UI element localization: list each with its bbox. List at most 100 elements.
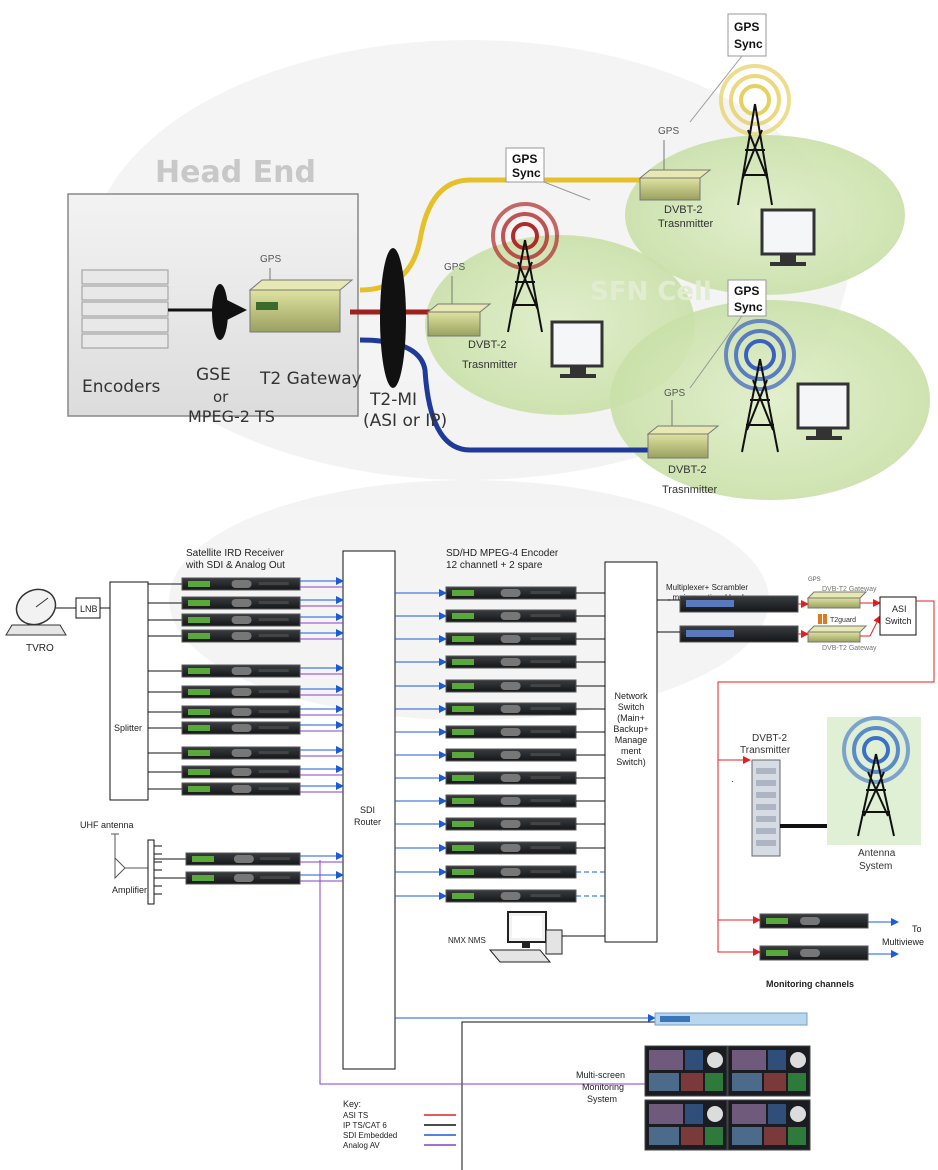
ird-receiver [182,614,300,626]
gps-sync-2-b: Sync [734,37,763,51]
multiviewer-label: Multiviewe [882,937,924,947]
tx-middle-gps: GPS [444,262,465,273]
encoder-unit [446,772,576,784]
antenna-system-label-1: Antenna [858,848,896,859]
sfn-cell-label: SFN Cell [590,277,712,307]
encoder-unit [446,610,576,622]
encoder-unit [446,749,576,761]
or-label: or [213,388,229,406]
tx-lower-label-2: Trasnmitter [662,484,718,496]
gps-sync-1-b: Sync [512,166,541,180]
tx-upper-label-1: DVBT-2 [664,204,703,216]
key-item-label: IP TS/CAT 6 [343,1121,387,1130]
network-switch-label-line: Network [614,691,648,701]
uhf-antenna [111,834,148,878]
dvbt2-transmitter-rack [752,760,780,856]
key-item-label: Analog AV [343,1141,380,1150]
encoder-unit [446,890,576,902]
ird-receiver [182,722,300,734]
gw-gps-label: GPS [808,577,821,583]
ird-receiver [182,706,300,718]
gps-sync-2-a: GPS [734,20,759,34]
sdi-router-label-2: Router [354,817,381,827]
key-item-label: ASI TS [343,1111,368,1120]
tx-upper-label-2: Trasnmitter [658,218,714,230]
sdi-router-label-1: SDI [360,805,375,815]
mpeg2ts-label: MPEG-2 TS [188,407,275,426]
nmx-nms-computer [490,912,562,962]
uhf-splitter [148,840,154,904]
multiscreen-label-3: System [587,1094,617,1104]
uhf-antenna-label: UHF antenna [80,820,134,830]
gps-sync-3-a: GPS [734,284,759,298]
monitoring-receiver-1 [760,914,868,928]
encoder-unit [446,633,576,645]
network-switch-label-line: ment [621,746,642,756]
encoders-label: Encoders [82,377,161,397]
ird-receiver [182,783,300,795]
monitor-screen [645,1100,727,1150]
tx-upper-gps: GPS [658,126,679,137]
mux-label-1: Multiplexer+ Scrambler [666,583,748,592]
gps-sync-3-b: Sync [734,300,763,314]
nmx-nms-label: NMX NMS [448,936,486,945]
uhf-receiver [186,853,300,865]
gw-backup-to-asi-b [870,616,880,636]
tx-middle-label-1: DVBT-2 [468,339,507,351]
mux-backup [680,626,798,642]
network-switch-label-line: Switch [618,702,645,712]
encoder-unit [446,795,576,807]
encoder-unit [446,703,576,715]
encoders-stack [82,270,168,348]
ird-title-2: with SDI & Analog Out [185,560,285,571]
t2mi-label-1: T2-MI [369,390,417,410]
dvbt2-gateway-backup [808,626,866,642]
tx-lower-label-1: DVBT-2 [668,464,707,476]
encoder-unit [446,587,576,599]
gse-label: GSE [196,365,231,385]
monitor-screen [728,1100,810,1150]
splitter-box [110,582,148,800]
asi-switch-label-2: Switch [885,616,912,626]
uhf-splitter-arrows [154,846,162,894]
dvbt2-gateway-label-2: DVB-T2 Gateway [822,645,877,652]
transmitter-dot: . [731,774,734,785]
multiscreen-label-2: Monitoring [582,1082,624,1092]
network-switch-label-line: (Main+ [617,713,645,723]
network-switch-label-line: Manage [615,735,648,745]
lnb-label: LNB [80,604,98,614]
encoder-unit [446,680,576,692]
multi-screen-monitor-wall [645,1046,810,1150]
asi-switch-label-1: ASI [892,604,907,614]
mux-main [680,596,798,612]
tx-middle-label-2: Trasnmitter [462,359,518,371]
network-switch-label-line: Switch) [616,757,646,767]
key-item-label: SDI Embedded [343,1131,397,1140]
to-label: To [912,924,922,934]
ird-receiver [182,630,300,642]
multiviewer-device [655,1013,807,1025]
dvbt2-tx-label-1: DVBT-2 [752,733,787,744]
encoder-unit [446,656,576,668]
encoder-title-2: 12 channetl + 2 spare [446,560,543,571]
head-end-title: Head End [155,155,316,190]
uhf-receiver [186,872,300,884]
t2guard-device [818,614,827,624]
ird-receiver [182,597,300,609]
t2mi-ellipse [380,248,406,388]
gse-ellipse [212,284,228,340]
tvro-dish [6,583,66,635]
multiscreen-label-1: Multi-screen [576,1070,625,1080]
encoder-unit [446,842,576,854]
key-title: Key: [343,1099,361,1109]
monitor-screen [645,1046,727,1096]
network-switch-label-line: Backup+ [613,724,648,734]
amplifier-label: Amplifier [112,885,147,895]
ird-title-1: Satellite IRD Receiver [186,548,284,559]
t2-gateway-label: T2 Gateway [259,369,362,389]
monitor-screen [728,1046,810,1096]
monitoring-channels-label: Monitoring channels [766,979,854,989]
encoder-unit [446,818,576,830]
ird-receiver [182,578,300,590]
